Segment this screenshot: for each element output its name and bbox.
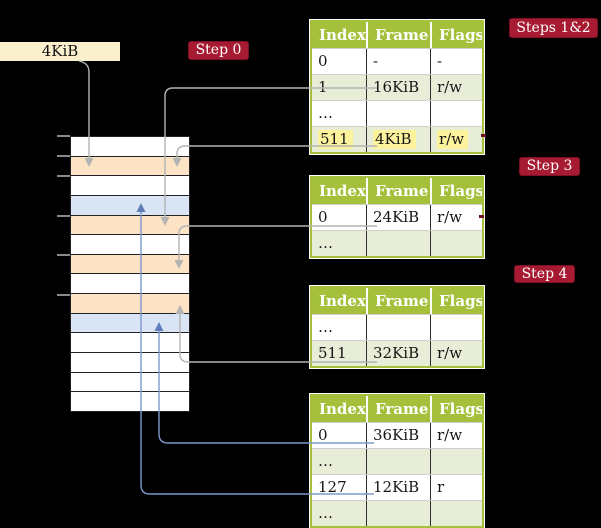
memory-tick <box>57 175 70 177</box>
table-row: 511 4KiB r/w <box>312 126 482 152</box>
memory-tick <box>57 135 70 137</box>
table-row: … <box>312 100 482 126</box>
table-cell: 127 <box>318 478 347 496</box>
table-cell <box>366 501 430 526</box>
table-cell <box>430 315 482 340</box>
table-cell <box>366 231 430 256</box>
table-cell: - <box>366 49 430 74</box>
memory-frame-row <box>71 195 189 216</box>
memory-frame-row <box>71 137 189 157</box>
table-cell: - <box>430 49 482 74</box>
column-header: Index <box>319 182 366 200</box>
table-cell <box>366 101 430 126</box>
memory-tick <box>57 155 70 157</box>
table-cell: 511 <box>312 127 366 152</box>
memory-frame-row <box>71 294 189 314</box>
badge-step-4: Step 4 <box>514 265 575 283</box>
column-header: Flags <box>430 178 482 204</box>
table-cell: 0 <box>318 52 328 70</box>
column-header: Frame <box>366 396 430 422</box>
table-row: 0 -- <box>312 48 482 74</box>
table-cell: 32KiB <box>366 341 430 366</box>
table-cell: 0 <box>318 208 328 226</box>
memory-frame-row <box>71 274 189 295</box>
badge-steps-1-2: Steps 1&2 <box>509 18 598 38</box>
table-cell: r/w <box>430 75 482 100</box>
memory-tick <box>57 294 70 296</box>
memory-frame-row <box>71 372 189 393</box>
memory-tick <box>57 254 70 256</box>
physical-memory-column <box>70 136 190 412</box>
memory-frame-row <box>71 333 189 354</box>
table-cell: r/w <box>430 423 482 448</box>
table-cell: 511 <box>318 344 347 362</box>
column-header: Index <box>319 400 366 418</box>
table-cell <box>430 231 482 256</box>
memory-frame-row <box>71 235 189 255</box>
highlighted-value: 511 <box>318 130 353 149</box>
table-cell <box>430 501 482 526</box>
memory-frame-row <box>71 353 189 373</box>
memory-frame-row <box>71 176 189 196</box>
column-header: Flags <box>430 22 482 48</box>
highlighted-value: 4KiB <box>373 130 416 149</box>
badge-step-3: Step 3 <box>519 157 580 176</box>
table-cell: … <box>318 504 333 522</box>
table-cell: r <box>430 475 482 500</box>
column-header: Frame <box>366 22 430 48</box>
table-cell <box>430 449 482 474</box>
memory-frame-row <box>71 156 189 177</box>
table-cell: 0 <box>318 426 328 444</box>
memory-frame-row <box>71 313 189 334</box>
table-cell: 24KiB <box>366 205 430 230</box>
table-cell <box>366 449 430 474</box>
column-header: Index <box>319 26 366 44</box>
table-cell: 12KiB <box>366 475 430 500</box>
table-row: … <box>312 230 482 256</box>
column-header: Frame <box>366 288 430 314</box>
table-cell: 36KiB <box>366 423 430 448</box>
column-header: Index <box>319 292 366 310</box>
table-cell: r/w <box>430 127 482 152</box>
memory-tick <box>57 215 70 217</box>
column-header: Flags <box>430 396 482 422</box>
table-cell: … <box>318 318 333 336</box>
table-cell: 1 <box>318 78 328 96</box>
table-cell: r/w <box>430 341 482 366</box>
memory-frame-row <box>71 215 189 236</box>
column-header: Frame <box>366 178 430 204</box>
column-header: Flags <box>430 288 482 314</box>
frame-size-label: 4KiB <box>0 42 120 61</box>
table-row: … <box>312 448 482 474</box>
badge-step-0: Step 0 <box>188 41 249 60</box>
table-cell: 16KiB <box>366 75 430 100</box>
memory-frame-row <box>71 254 189 275</box>
table-cell <box>430 101 482 126</box>
table-row: … <box>312 500 482 526</box>
table-cell: … <box>318 104 333 122</box>
table-row: … <box>312 314 482 340</box>
table-cell: 4KiB <box>366 127 430 152</box>
highlighted-value: r/w <box>437 130 469 149</box>
memory-frame-row <box>71 392 189 411</box>
table-cell: … <box>318 452 333 470</box>
table-cell: r/w <box>430 205 482 230</box>
table-cell <box>366 315 430 340</box>
table-cell: … <box>318 234 333 252</box>
